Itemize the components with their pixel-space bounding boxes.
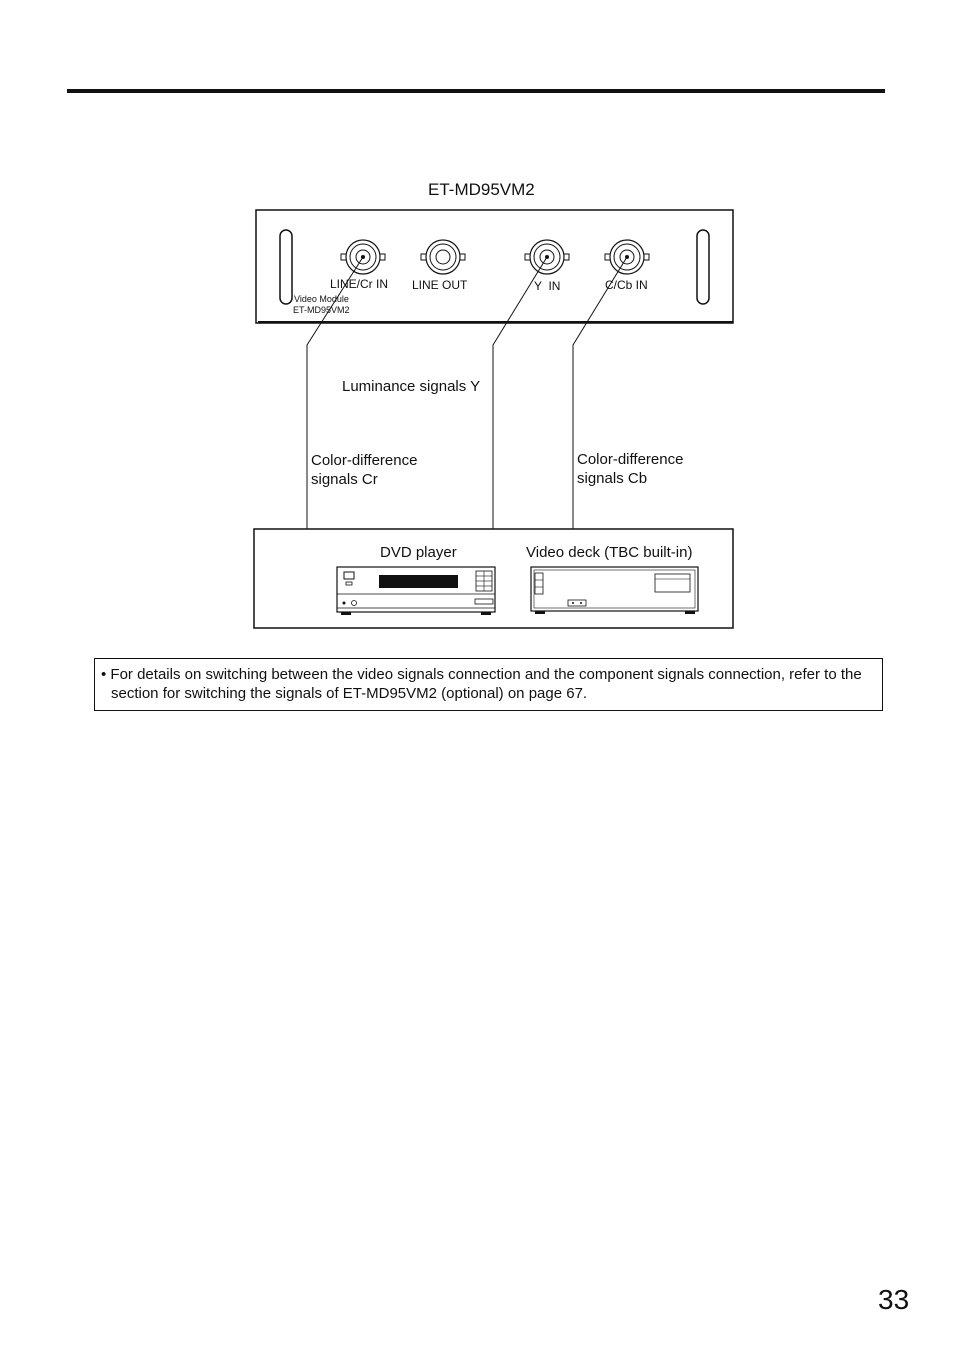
cable-cb — [572, 256, 628, 530]
cr-signal-label-line2: signals Cr — [311, 471, 378, 488]
module-panel — [255, 209, 734, 324]
header-rule — [67, 89, 885, 93]
module-plate-label-line2: ET-MD95VM2 — [293, 305, 350, 315]
connector-label-y-in: Y IN — [534, 279, 561, 293]
cable-cr — [306, 256, 364, 530]
connector-label-c-cb-in: C/Cb IN — [605, 278, 648, 292]
dvd-player-label: DVD player — [380, 544, 457, 561]
right-slot — [696, 229, 710, 305]
left-slot — [279, 229, 293, 305]
cb-signal-label-line1: Color-difference — [577, 451, 684, 468]
video-deck-icon — [530, 566, 699, 614]
page-number: 33 — [878, 1284, 910, 1315]
cr-signal-label-line1: Color-difference — [311, 452, 418, 469]
connector-line-out-icon — [420, 239, 466, 275]
connector-label-line-cr-in: LINE/Cr IN — [330, 277, 389, 291]
cb-signal-label-line2: signals Cb — [577, 470, 648, 487]
connector-label-line-out: LINE OUT — [412, 278, 468, 292]
module-title: ET-MD95VM2 — [428, 180, 535, 199]
note-text: • For details on switching between the v… — [101, 666, 862, 702]
note-box — [94, 658, 883, 711]
dvd-player-icon — [336, 566, 496, 615]
luminance-signal-label: Luminance signals Y — [342, 378, 481, 395]
module-plate-label-line1: Video Module — [294, 294, 349, 304]
video-deck-label: Video deck (TBC built-in) — [526, 544, 693, 561]
cable-y — [492, 256, 548, 530]
